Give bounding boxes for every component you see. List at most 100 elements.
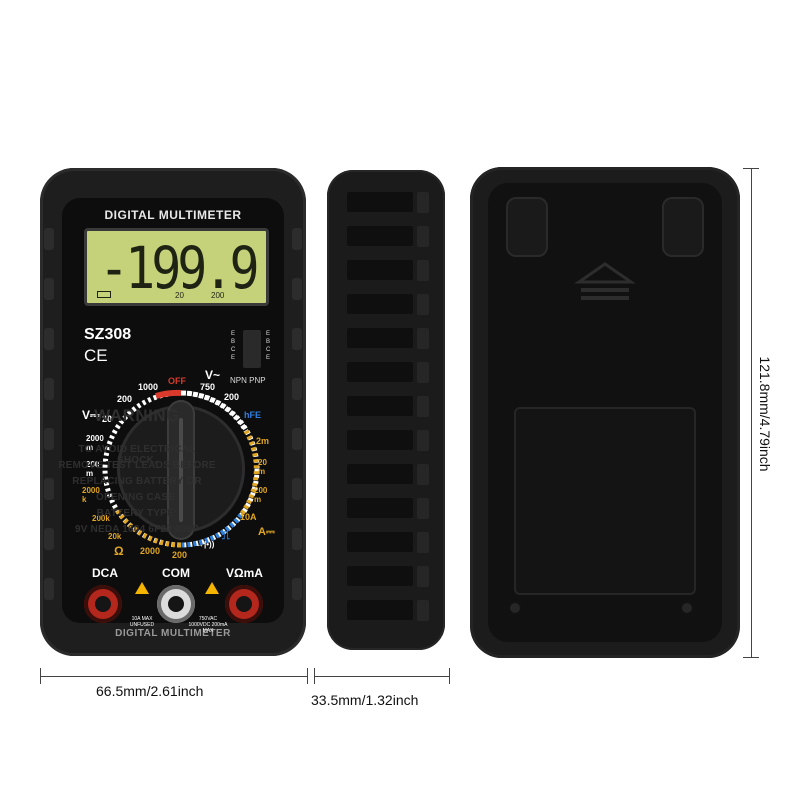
side-rib (347, 464, 413, 484)
side-edge (417, 464, 429, 485)
grip (292, 228, 302, 250)
dimension-tick (449, 668, 450, 684)
side-rib (347, 430, 413, 450)
side-edge (417, 294, 429, 315)
side-edge (417, 192, 429, 213)
warning-line: OPENING CASE. (95, 492, 179, 503)
stand-slot-right (662, 197, 704, 257)
range-20k: 20k (108, 532, 122, 541)
battery-cover-latch-icon[interactable] (573, 262, 637, 304)
hfe-pins-right: E B C E (266, 331, 271, 361)
com-label: COM (162, 566, 190, 580)
grip (44, 528, 54, 550)
range-dc-200: 200 (117, 394, 133, 404)
side-rib (347, 294, 413, 314)
dimension-tick (743, 168, 759, 169)
hfe-socket[interactable] (243, 330, 261, 368)
grip (44, 578, 54, 600)
side-rib (347, 362, 413, 382)
side-edge (417, 566, 429, 587)
grip (44, 378, 54, 400)
model-number: SZ308 (84, 326, 132, 343)
function-arc (180, 513, 243, 548)
dimension-tick (743, 657, 759, 658)
screw-icon (508, 601, 522, 615)
diode-continuity-icon: →|•)) (196, 540, 215, 549)
warning-title: WARNING (94, 406, 180, 425)
dial-pointer (179, 418, 183, 522)
screw-icon (680, 601, 694, 615)
device-bottom-title: DIGITAL MULTIMETER (115, 628, 231, 639)
range-ohm-200: 200 (172, 550, 188, 560)
depth-dimension: 33.5mm/1.32inch (311, 692, 419, 708)
width-dimension: 66.5mm/2.61inch (96, 683, 204, 699)
grip (44, 228, 54, 250)
com-jack[interactable] (157, 585, 195, 623)
side-rib (347, 396, 413, 416)
range-2000k: 2000 k (82, 486, 100, 504)
height-dimension-line (751, 168, 752, 658)
ac-voltage-arc (180, 390, 249, 433)
warning-line: TO AVOID ELECTRICAL SHOCK, (78, 444, 196, 466)
grip (292, 428, 302, 450)
current-arc (238, 429, 259, 517)
off-label: OFF (168, 376, 186, 386)
side-rib (347, 192, 413, 212)
off-marker (155, 389, 182, 399)
lcd-range-200: 200 (211, 291, 225, 300)
grip (292, 478, 302, 500)
side-edge (417, 396, 429, 417)
range-ohm-2000: 2000 (140, 546, 161, 556)
battery-cover[interactable] (514, 407, 696, 595)
side-rib (347, 498, 413, 518)
side-edge (417, 226, 429, 247)
vohma-rating: 750VAC 1000VDC 200mA MAX (188, 616, 228, 634)
side-edge (417, 260, 429, 281)
range-dc-20: 20 (102, 414, 113, 424)
vohma-label: VΩmA (226, 566, 263, 580)
grip (292, 278, 302, 300)
warning-icon (205, 582, 219, 594)
side-edge (417, 532, 429, 553)
grip (292, 578, 302, 600)
a-dc-label: A⎓ (258, 526, 275, 538)
grip (292, 378, 302, 400)
dimension-tick (40, 668, 41, 684)
grip (292, 528, 302, 550)
warning-label: WARNING TO AVOID ELECTRICAL SHOCK, REMOV… (58, 404, 218, 560)
vohma-jack[interactable] (225, 585, 263, 623)
dial-ticks (102, 390, 260, 548)
dca-label: DCA (92, 566, 118, 580)
dimension-tick (307, 668, 308, 684)
grip (44, 478, 54, 500)
hfe-pins-left: E B C E (231, 331, 236, 361)
side-edge (417, 600, 429, 621)
range-2000m-v: 2000 m (86, 434, 104, 452)
battery-icon (97, 291, 111, 298)
grip (44, 328, 54, 350)
stand-slot-left (506, 197, 548, 257)
side-edge (417, 498, 429, 519)
width-dimension-line (40, 676, 308, 677)
side-rib (347, 328, 413, 348)
range-200m-v: 200 m (86, 460, 100, 478)
ce-mark: CE (84, 346, 108, 365)
multimeter-side (327, 170, 445, 650)
grip (292, 328, 302, 350)
range-ac-200: 200 (224, 392, 240, 402)
hfe-label: hFE (244, 410, 261, 420)
lcd-range-20: 20 (175, 291, 184, 300)
warning-line: REPLACING BATTERY OR (72, 476, 202, 487)
range-1000: 1000 (138, 382, 159, 392)
dca-rating: 10A MAX UNFUSED (129, 616, 155, 628)
square-wave-icon: ⎍ (222, 530, 230, 542)
side-rib (347, 600, 413, 620)
lcd-reading: -199.9 (99, 235, 260, 302)
grip (44, 428, 54, 450)
height-dimension: 121.8mm/4.79inch (757, 356, 773, 472)
lcd-display: -199.9 20 200 (84, 228, 269, 306)
dial-scale (102, 389, 260, 548)
warning-line: BATTERY TYPE: (96, 508, 178, 519)
dca-jack[interactable] (84, 585, 122, 623)
side-rib (347, 566, 413, 586)
